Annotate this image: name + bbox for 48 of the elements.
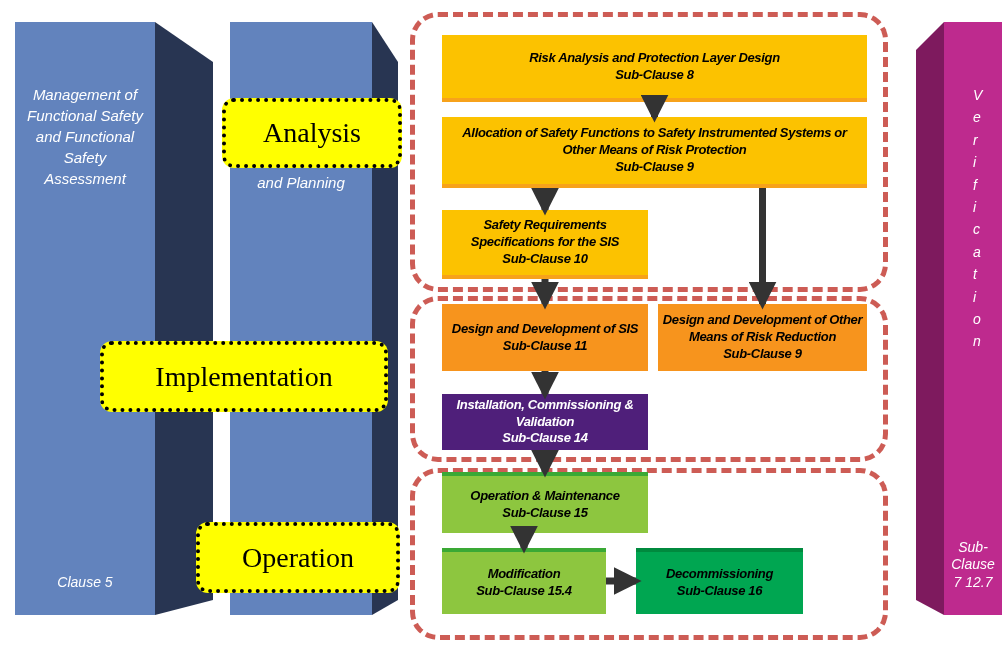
box-text: Design and Development of Other Means of Risk Reduction <box>662 312 863 346</box>
phase-tag <box>100 341 388 412</box>
process-box <box>442 394 648 450</box>
box-text: Sub-Clause 9 <box>615 158 694 176</box>
box-text: Sub-Clause 11 <box>502 337 588 355</box>
box-text: Sub-Clause 10 <box>502 250 588 268</box>
arrow <box>748 188 777 310</box>
box-text: Sub-Clause 8 <box>615 66 694 84</box>
process-box <box>442 472 648 533</box>
column-text: Sub-Clause 7 12.7 <box>951 538 995 591</box>
column-text: Management of Functional Safety and Functional Safety Assessment <box>26 85 145 189</box>
box-text: Risk Analysis and Protection Layer Design <box>529 49 780 67</box>
box-text: Design and Development of SIS <box>451 320 639 338</box>
box-text: Allocation of Safety Functions to Safety Instrumented Systems or Other Means of Risk Protection <box>461 125 849 159</box>
phase-name: Operation <box>242 540 354 575</box>
column-text: and Planning <box>257 173 345 193</box>
box-text: Sub-Clause 14 <box>502 430 588 448</box>
phase-name: Implementation <box>155 359 333 394</box>
process-box <box>442 304 648 371</box>
process-box <box>442 210 648 279</box>
dashed-group-outline <box>410 12 888 292</box>
dashed-group-outline <box>410 468 888 640</box>
process-box <box>442 35 867 102</box>
arrow <box>531 371 559 400</box>
box-text: Sub-Clause 16 <box>676 583 763 600</box>
phase-name: Analysis <box>263 116 361 150</box>
box-text: Operation & Maintenance <box>470 487 620 505</box>
arrow <box>531 279 559 310</box>
process-box <box>658 304 867 371</box>
dashed-group-outline <box>410 296 888 462</box>
arrow <box>510 525 538 554</box>
process-box <box>636 548 803 614</box>
box-text: Installation, Commissioning & Validation <box>455 396 635 431</box>
arrow <box>531 449 559 478</box>
process-box <box>442 117 867 188</box>
box-text: Decommissioning <box>665 566 774 583</box>
column-text: Clause 5 <box>57 573 113 591</box>
box-text: Modification <box>487 566 561 583</box>
column-block <box>916 22 1002 615</box>
box-text: Safety Requirements Specifications for the SIS <box>469 217 621 251</box>
box-text: Sub-Clause 9 <box>723 345 802 363</box>
box-text: Sub-Clause 15.4 <box>476 583 572 600</box>
box-text: Sub-Clause 15 <box>502 504 588 522</box>
arrow <box>606 567 642 595</box>
arrow <box>640 94 669 123</box>
process-box <box>442 548 606 614</box>
arrow <box>531 187 559 216</box>
phase-tag <box>196 522 400 593</box>
